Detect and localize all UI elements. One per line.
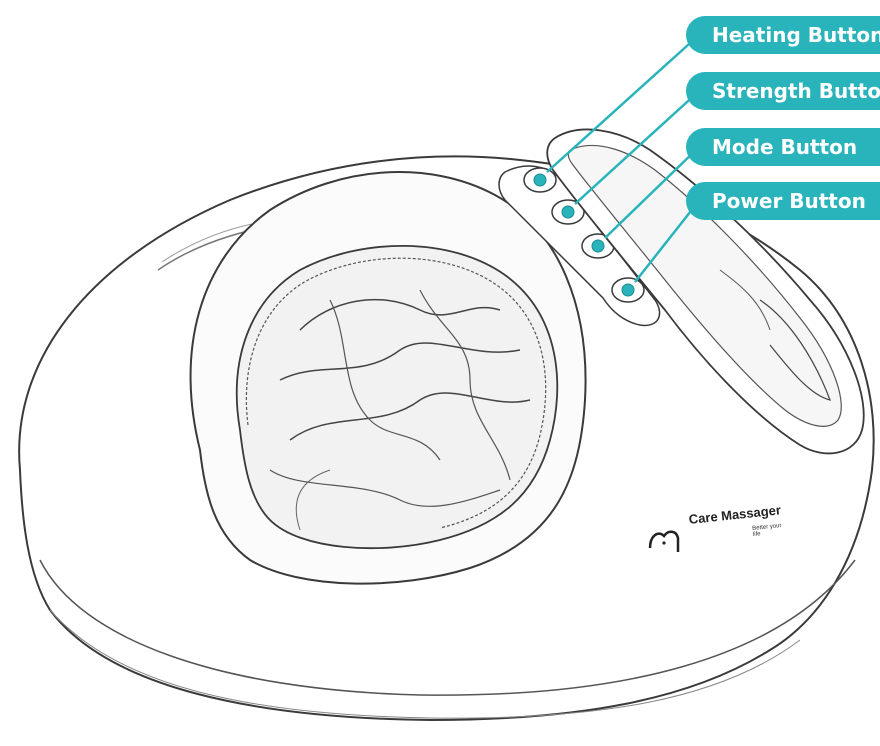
power-button-callout: Power Button (686, 182, 880, 220)
strength-button-callout: Strength Button (686, 72, 880, 110)
heating-button-callout: Heating Button (686, 16, 880, 54)
mode-button-callout: Mode Button (686, 128, 880, 166)
brand-tagline: Better your life (752, 522, 791, 538)
heating-button-knob[interactable] (524, 168, 556, 192)
power-button-knob[interactable] (612, 278, 644, 302)
brand-block: Care Massager Better your life (640, 506, 790, 556)
brand-name: Care Massager (688, 502, 782, 527)
foot-well-cavity (237, 246, 558, 548)
